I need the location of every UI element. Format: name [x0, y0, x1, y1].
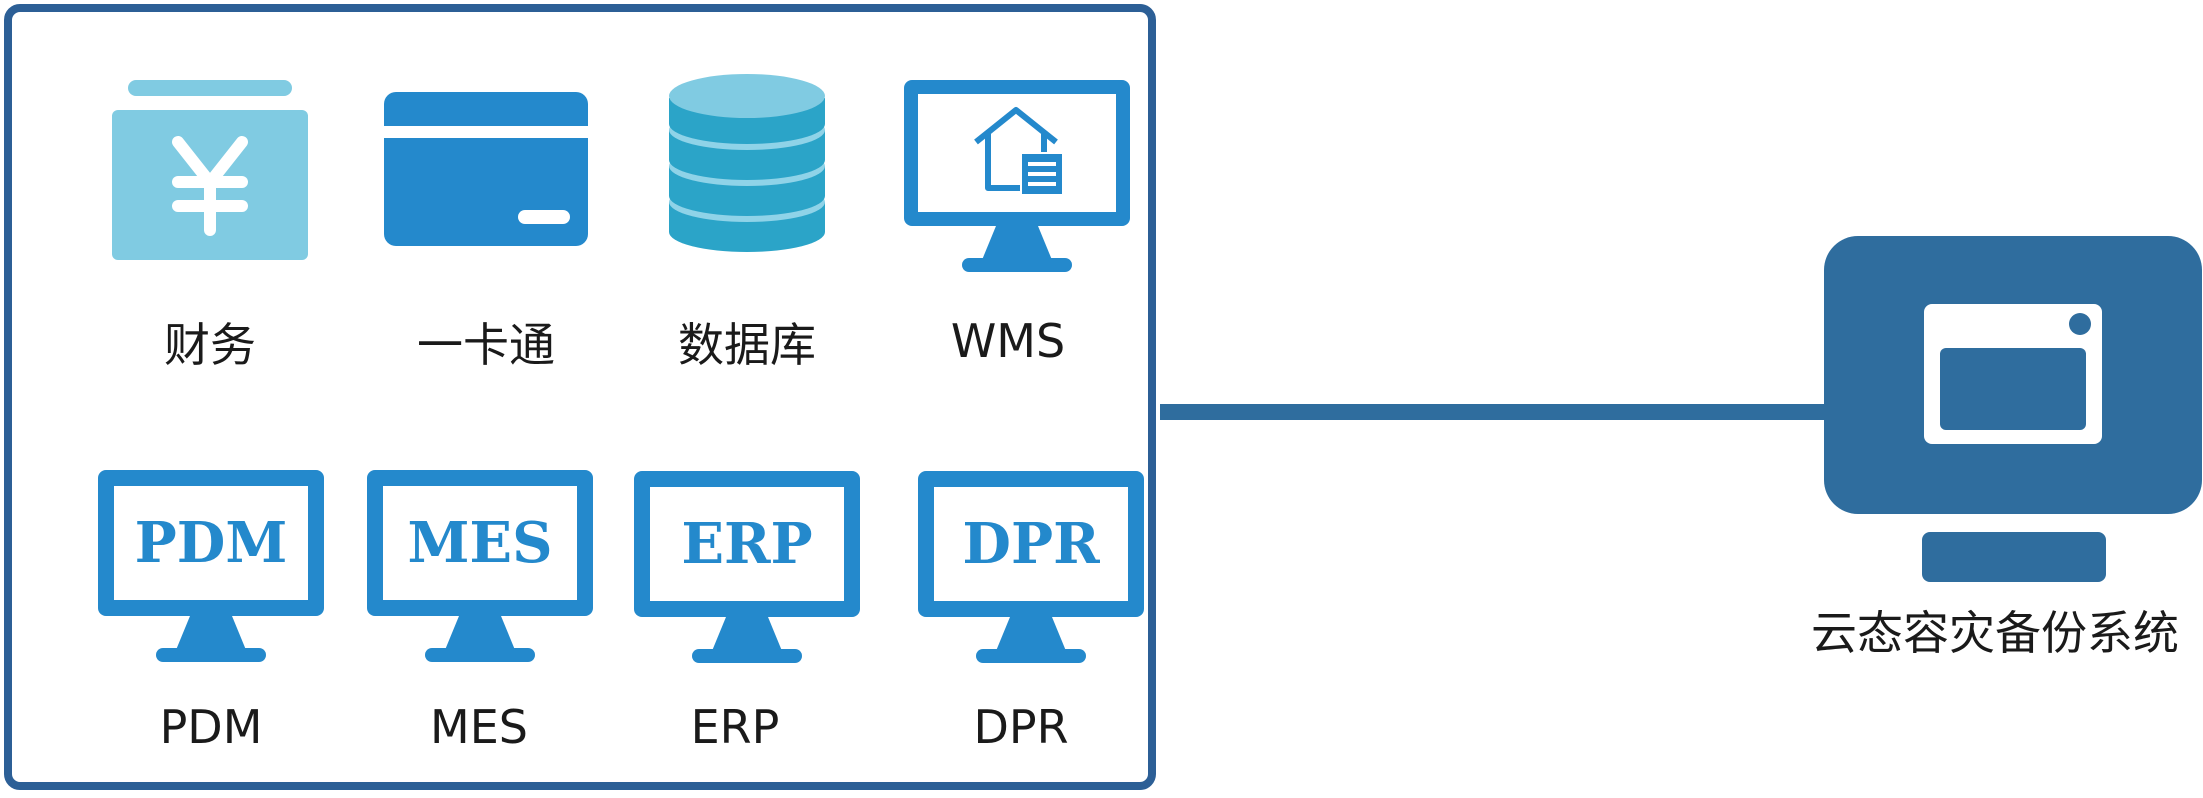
monitor-icon: ERP [634, 471, 860, 663]
warehouse-monitor-icon [904, 80, 1130, 272]
item-label-finance: 财务 [164, 318, 256, 372]
monitor-icon: PDM [98, 470, 324, 662]
card-icon [384, 92, 588, 246]
item-label-mes: MES [430, 700, 528, 754]
yuan-wallet-icon [112, 80, 308, 260]
monitor-screen-text: ERP [681, 511, 812, 577]
item-label-card: 一卡通 [417, 318, 555, 372]
backup-computer-icon [1824, 236, 2202, 582]
connection-line [1160, 404, 1824, 420]
database-icon [669, 74, 825, 252]
item-label-dpr: DPR [973, 700, 1069, 754]
systems-panel [4, 4, 1156, 790]
item-label-database: 数据库 [678, 318, 816, 372]
item-label-wms: WMS [950, 314, 1066, 368]
item-label-erp: ERP [690, 700, 780, 754]
monitor-screen-text: DPR [962, 511, 1100, 577]
backup-system-label: 云态容灾备份系统 [1811, 606, 2179, 660]
monitor-icon: MES [367, 470, 593, 662]
monitor-icon: DPR [918, 471, 1144, 663]
monitor-screen-text: MES [407, 510, 552, 576]
monitor-screen-text: PDM [135, 510, 288, 576]
item-label-pdm: PDM [159, 700, 263, 754]
